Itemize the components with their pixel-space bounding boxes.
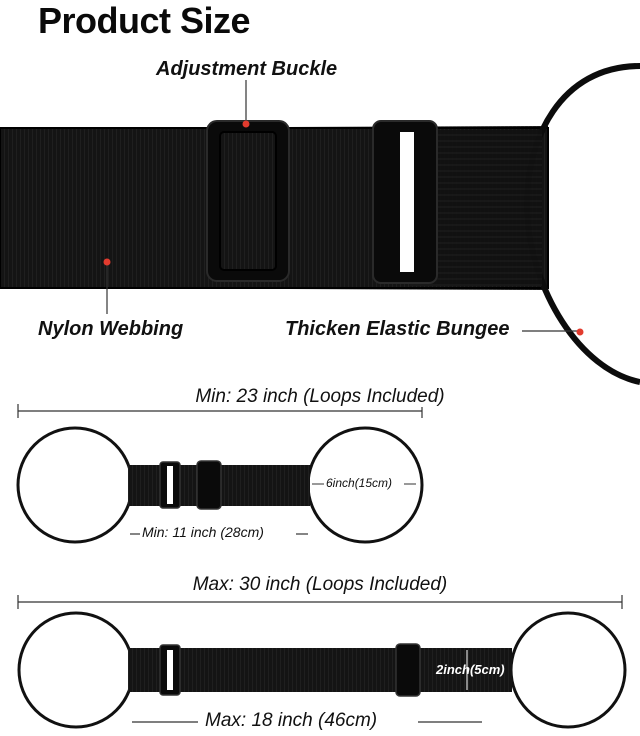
loop-slider: [372, 120, 438, 284]
nylon-dot: [103, 258, 111, 266]
min-total-length: Min: 23 inch (Loops Included): [195, 386, 445, 407]
page-title: Product Size: [38, 0, 251, 41]
max-inner-length: Max: 18 inch (46cm): [205, 710, 378, 731]
max-total-length: Max: 30 inch (Loops Included): [192, 574, 448, 595]
adjustment-buckle-label: Adjustment Buckle: [156, 58, 338, 80]
buckle-dot: [242, 120, 250, 128]
max-strap: [17, 611, 627, 729]
loop-width: 6inch(15cm): [326, 476, 393, 490]
min-inner-length: Min: 11 inch (28cm): [142, 524, 264, 540]
min-strap: [16, 426, 424, 544]
min-total-wrap: Min: 23 inch (Loops Included): [0, 386, 640, 408]
adjustment-buckle: [206, 120, 290, 282]
strap-width: 2inch(5cm): [436, 662, 505, 677]
max-total-wrap: Max: 30 inch (Loops Included): [0, 574, 640, 596]
nylon-webbing-label: Nylon Webbing: [38, 318, 184, 340]
elastic-bungee-label: Thicken Elastic Bungee: [285, 318, 510, 340]
bungee-dot: [576, 328, 584, 336]
large-strap: [0, 63, 640, 385]
